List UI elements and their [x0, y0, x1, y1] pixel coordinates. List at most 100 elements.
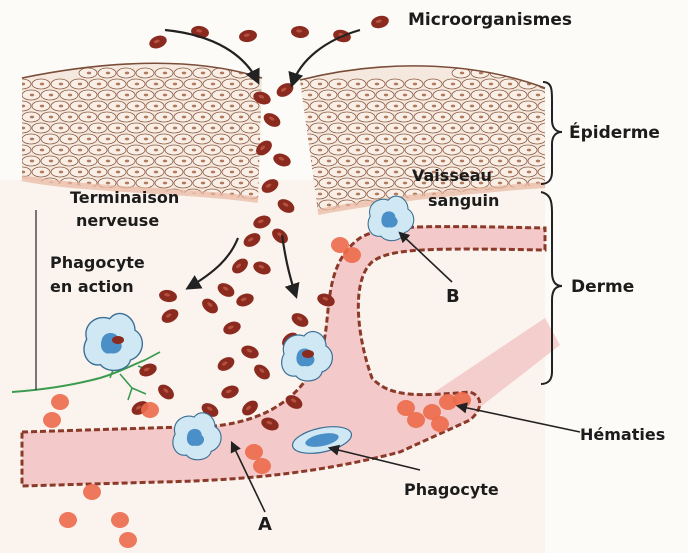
cell-nucleus	[249, 193, 253, 196]
cell-nucleus	[30, 138, 34, 141]
cell-nucleus	[346, 182, 350, 185]
red-blood-cell	[245, 444, 263, 460]
cell-nucleus	[182, 138, 186, 141]
cell-nucleus	[318, 83, 322, 86]
cell-nucleus	[365, 182, 369, 185]
cell-nucleus	[441, 94, 445, 97]
cell-nucleus	[432, 105, 436, 108]
cell-nucleus	[337, 171, 341, 174]
label-blood-vessel-line2: sanguin	[428, 191, 499, 210]
cell-nucleus	[337, 193, 341, 196]
cell-nucleus	[40, 149, 44, 152]
cell-nucleus	[220, 116, 224, 119]
cell-nucleus	[230, 149, 234, 152]
cell-nucleus	[365, 160, 369, 163]
cell-nucleus	[182, 160, 186, 163]
cell-nucleus	[239, 94, 243, 97]
label-dermis: Derme	[571, 277, 634, 297]
epidermis-cell	[291, 145, 309, 155]
label-nerve-ending-line1: Terminaison	[70, 188, 179, 207]
cell-nucleus	[479, 94, 483, 97]
cell-nucleus	[413, 127, 417, 130]
label-red-blood-cells: Hématies	[580, 425, 665, 444]
label-phagocyte: Phagocyte	[404, 480, 499, 499]
cell-nucleus	[299, 127, 303, 130]
cell-nucleus	[59, 149, 63, 152]
cell-nucleus	[356, 105, 360, 108]
cell-nucleus	[30, 94, 34, 97]
cell-nucleus	[116, 127, 120, 130]
cell-nucleus	[230, 83, 234, 86]
cell-nucleus	[30, 160, 34, 163]
engulfed-microorganism	[112, 336, 124, 344]
cell-nucleus	[135, 171, 139, 174]
cell-nucleus	[211, 171, 215, 174]
cell-nucleus	[356, 127, 360, 130]
cell-nucleus	[441, 160, 445, 163]
cell-nucleus	[517, 138, 521, 141]
cell-nucleus	[30, 116, 34, 119]
cell-nucleus	[106, 138, 110, 141]
cell-nucleus	[308, 160, 312, 163]
cell-nucleus	[422, 138, 426, 141]
cell-nucleus	[432, 149, 436, 152]
cell-nucleus	[327, 204, 331, 207]
cell-nucleus	[460, 94, 464, 97]
cell-nucleus	[116, 171, 120, 174]
cell-nucleus	[546, 171, 550, 174]
cell-nucleus	[40, 127, 44, 130]
cell-nucleus	[144, 160, 148, 163]
cell-nucleus	[154, 149, 158, 152]
cell-nucleus	[211, 127, 215, 130]
cell-nucleus	[299, 105, 303, 108]
cell-nucleus	[78, 171, 82, 174]
cell-nucleus	[536, 138, 540, 141]
cell-nucleus	[173, 171, 177, 174]
cell-nucleus	[230, 127, 234, 130]
cell-nucleus	[125, 72, 129, 75]
cell-nucleus	[546, 149, 550, 152]
cell-nucleus	[517, 94, 521, 97]
cell-nucleus	[21, 149, 25, 152]
cell-nucleus	[508, 127, 512, 130]
cell-nucleus	[517, 160, 521, 163]
cell-nucleus	[239, 160, 243, 163]
cell-nucleus	[97, 83, 101, 86]
cell-nucleus	[460, 116, 464, 119]
cell-nucleus	[201, 94, 205, 97]
cell-nucleus	[135, 149, 139, 152]
cell-nucleus	[239, 138, 243, 141]
cell-nucleus	[192, 83, 196, 86]
cell-nucleus	[413, 83, 417, 86]
cell-nucleus	[154, 171, 158, 174]
cell-nucleus	[106, 160, 110, 163]
cell-nucleus	[163, 72, 167, 75]
cell-nucleus	[460, 138, 464, 141]
cell-nucleus	[230, 171, 234, 174]
cell-nucleus	[21, 83, 25, 86]
cell-nucleus	[375, 193, 379, 196]
cell-nucleus	[163, 160, 167, 163]
cell-nucleus	[451, 149, 455, 152]
cell-nucleus	[365, 116, 369, 119]
cell-nucleus	[384, 116, 388, 119]
cell-nucleus	[21, 171, 25, 174]
cell-nucleus	[97, 127, 101, 130]
cell-nucleus	[220, 72, 224, 75]
cell-nucleus	[125, 160, 129, 163]
cell-nucleus	[173, 127, 177, 130]
cell-nucleus	[135, 83, 139, 86]
cell-nucleus	[125, 138, 129, 141]
cell-nucleus	[21, 105, 25, 108]
cell-nucleus	[78, 83, 82, 86]
cell-nucleus	[249, 149, 253, 152]
epidermis-cell	[538, 167, 556, 177]
cell-nucleus	[68, 94, 72, 97]
cell-nucleus	[258, 116, 262, 119]
cell-nucleus	[375, 105, 379, 108]
cell-nucleus	[441, 116, 445, 119]
cell-nucleus	[346, 94, 350, 97]
cell-nucleus	[356, 83, 360, 86]
